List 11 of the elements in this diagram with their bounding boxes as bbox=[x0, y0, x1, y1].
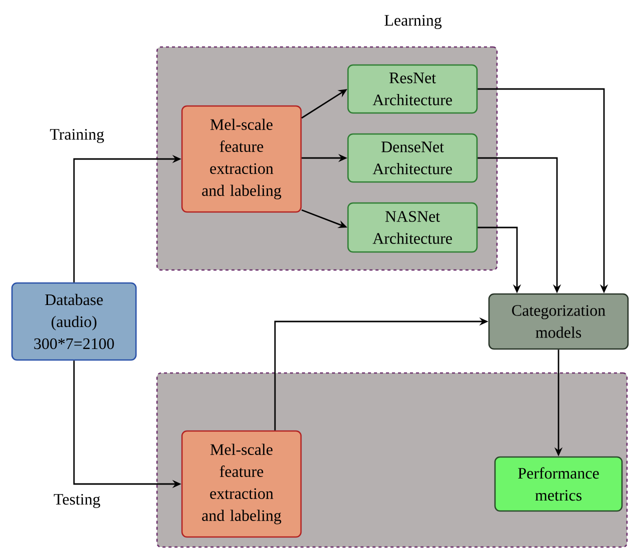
edge-label: Testing bbox=[52, 492, 102, 510]
node-label: Learning bbox=[384, 14, 442, 30]
model-box: ResNet Architecture bbox=[347, 64, 478, 114]
model-box: DenseNet Architecture bbox=[347, 133, 478, 183]
model-box: Categorization models bbox=[488, 293, 629, 350]
metrics-box: Performance metrics bbox=[494, 456, 623, 512]
database-box: Database (audio) 300*7=2100 bbox=[11, 282, 137, 361]
process-box: Mel-scale feature extraction and labeling bbox=[181, 430, 302, 538]
model-box: NASNet Architecture bbox=[347, 202, 478, 253]
edge-label: Training bbox=[48, 128, 106, 144]
process-box: Mel-scale feature extraction and labeling bbox=[181, 105, 302, 213]
